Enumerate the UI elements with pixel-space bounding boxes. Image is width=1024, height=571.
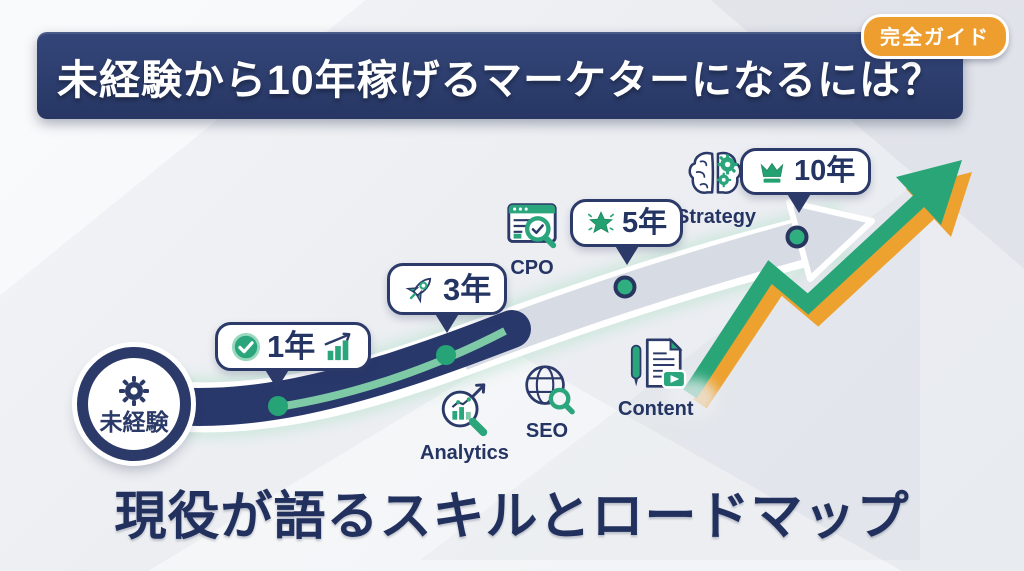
skill-content: Content xyxy=(618,334,694,421)
skill-label: Strategy xyxy=(676,206,757,228)
bubble-pointer xyxy=(614,244,640,265)
milestone-bubble-1year: 1年 xyxy=(215,322,372,389)
skill-label: Content xyxy=(618,398,694,420)
rocket-icon xyxy=(405,277,432,304)
milestone-bubble-5year: 5年 xyxy=(570,199,684,265)
browser-magnifier-icon xyxy=(507,203,557,249)
milestone-label: 1年 xyxy=(267,329,316,364)
skill-cpo: CPO xyxy=(501,197,563,280)
check-badge-icon xyxy=(231,332,261,361)
milestone-dot-1year xyxy=(268,396,288,416)
star-icon xyxy=(587,211,615,234)
milestone-label: 3年 xyxy=(443,271,492,307)
gear-icon xyxy=(119,376,149,406)
crown-icon xyxy=(760,162,784,183)
milestone-dot-3year xyxy=(436,345,456,365)
skill-strategy: Strategy xyxy=(676,148,756,229)
title-banner: 未経験から10年稼げるマーケターになるには？ xyxy=(37,32,963,119)
page-title: 未経験から10年稼げるマーケターになるには？ xyxy=(57,56,943,103)
skill-label: Analytics xyxy=(420,442,509,464)
document-pen-video-icon xyxy=(630,337,686,389)
milestone-dot-10year xyxy=(785,225,809,249)
start-node: 未経験 xyxy=(77,347,191,461)
milestone-bubble-10year: 10年 xyxy=(740,148,872,213)
magnifier-chart-icon xyxy=(442,383,488,437)
milestone-bubble-3year: 3年 xyxy=(387,263,508,333)
growth-chart-icon xyxy=(324,332,351,360)
road-stripe xyxy=(277,327,507,411)
milestone-label: 10年 xyxy=(794,155,856,187)
skill-label: CPO xyxy=(510,257,554,279)
skill-label: SEO xyxy=(525,420,569,442)
start-label: 未経験 xyxy=(99,409,169,435)
milestone-dot-5year xyxy=(613,275,637,299)
bubble-pointer xyxy=(434,312,460,333)
globe-magnifier-icon xyxy=(525,365,575,415)
milestone-label: 5年 xyxy=(622,206,668,239)
brain-gears-icon xyxy=(688,151,742,194)
bubble-pointer xyxy=(786,192,812,213)
zigzag-arrow-green xyxy=(683,160,962,399)
skill-seo: SEO xyxy=(518,360,576,443)
subtitle: 現役が語るスキルとロードマップ xyxy=(114,488,910,546)
skill-analytics: Analytics xyxy=(420,380,509,465)
guide-badge: 完全ガイド xyxy=(861,14,1009,59)
bubble-pointer xyxy=(264,368,290,389)
